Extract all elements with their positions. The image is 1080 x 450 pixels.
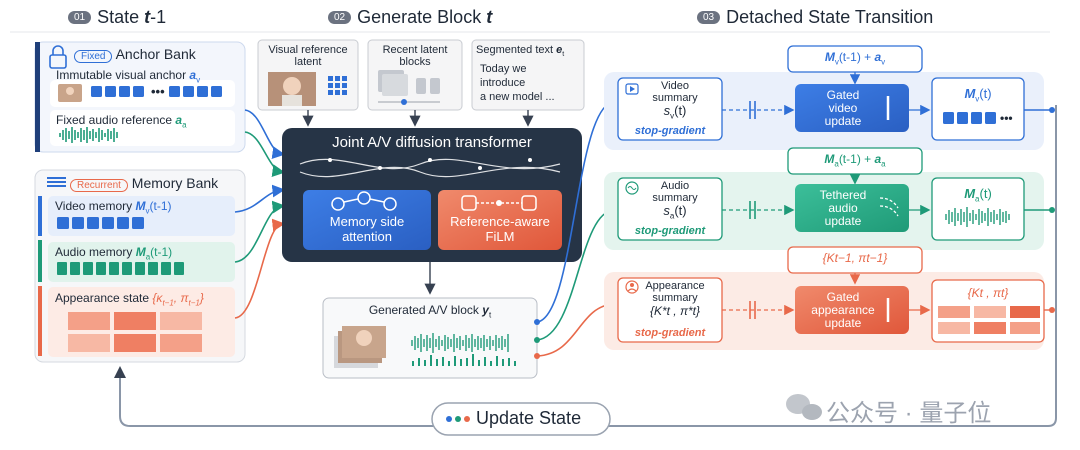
grid-icon — [328, 76, 347, 95]
lock-icon — [49, 45, 67, 69]
memory-side-attention — [303, 190, 431, 250]
video-memory-out-box — [931, 77, 1025, 141]
reference-aware-film — [438, 190, 562, 250]
audio-reference-label: Fixed audio reference aa — [56, 113, 187, 130]
video-out-label: Mv(t) — [964, 86, 992, 104]
svg-text:•••: ••• — [151, 84, 165, 99]
stack-icon — [47, 177, 66, 187]
fixed-pill: Fixed — [74, 50, 113, 63]
transition-badge: 03 — [697, 11, 721, 24]
segmented-text-words: Today we introduce a new model ... — [480, 63, 555, 103]
audio-reference-wave — [59, 127, 118, 143]
gated-appearance-update — [795, 286, 909, 334]
recurrent-pill: Recurrent — [70, 179, 128, 192]
video-stop-gradient: stop-gradient — [634, 125, 706, 137]
appearance-out-label: {Kt , πt} — [967, 286, 1009, 300]
update-state-pill — [431, 402, 611, 436]
audio-formula: Ma(t-1) + aa — [824, 152, 886, 169]
anchor-bank-title: Fixed Anchor Bank — [74, 46, 196, 63]
video-formula: Mv(t-1) + av — [824, 50, 886, 67]
appearance-stop-gradient: stop-gradient — [634, 327, 706, 339]
audio-summary-box — [617, 177, 723, 241]
person-icon — [625, 280, 639, 294]
gated-video-update — [795, 84, 909, 132]
transformer-title: Joint A/V diffusion transformer — [332, 134, 532, 151]
node-chain-icon — [331, 191, 397, 211]
appearance-formula: {Kt−1, πt−1} — [822, 251, 888, 265]
audio-memory-label: Audio memory Ma(t-1) — [55, 245, 173, 262]
segmented-text-label: Segmented text et — [476, 44, 565, 59]
video-memory-label: Video memory Mv(t-1) — [55, 199, 172, 216]
memory-bank-title: Recurrent Memory Bank — [70, 175, 218, 192]
video-summary-box — [617, 77, 723, 141]
visual-anchor-label: Immutable visual anchor av — [56, 68, 201, 85]
audio-wave-icon — [625, 181, 639, 195]
video-play-icon — [625, 83, 639, 95]
tethered-audio-update — [795, 184, 909, 232]
visual-anchor-tokens — [91, 86, 222, 97]
generated-audio-bars — [412, 354, 516, 366]
transformer-waves — [299, 158, 561, 178]
audio-memory-tokens — [57, 262, 184, 275]
watermark-text: 公众号 · 量子位 — [826, 400, 992, 427]
audio-stop-gradient: stop-gradient — [634, 225, 706, 237]
audio-out-label: Ma(t) — [964, 186, 992, 204]
generated-block-label: Generated A/V block yt — [368, 303, 492, 320]
state-badge: 01 — [68, 11, 92, 24]
generate-badge: 02 — [328, 11, 352, 24]
wechat-icon — [786, 394, 822, 420]
update-state-label: Update State — [476, 408, 582, 428]
generated-audio-wave — [411, 333, 509, 353]
appearance-state-blocks — [68, 312, 202, 352]
svg-text:•••: ••• — [1000, 111, 1013, 125]
video-memory-tokens — [57, 217, 144, 229]
appearance-state-label: Appearance state {κt−1, πt−1} — [55, 291, 204, 308]
